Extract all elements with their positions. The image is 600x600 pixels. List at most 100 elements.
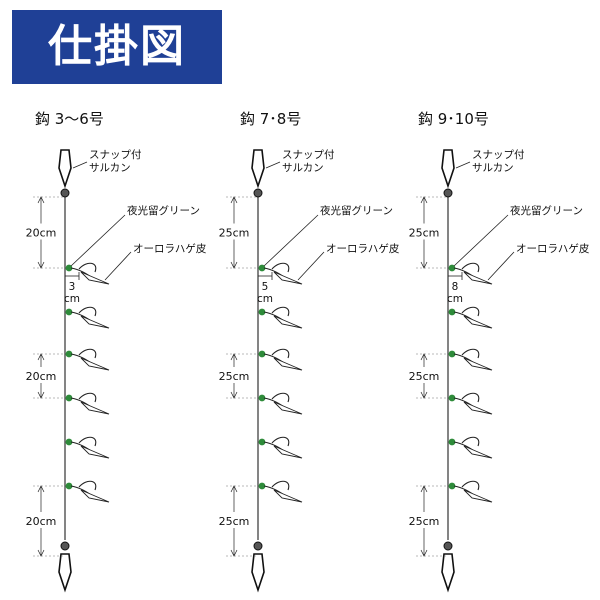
spacing-dimension: 20cm: [21, 485, 63, 557]
skin-lure-icon: [273, 489, 303, 503]
hook-branch: [448, 306, 493, 329]
hook-icon: [271, 262, 290, 273]
skin-lure-icon: [80, 357, 110, 371]
glow-bead-icon: [258, 482, 266, 490]
arrow-up-icon: [37, 196, 45, 204]
arrow-down-icon: [37, 391, 45, 399]
glow-bead-icon: [448, 394, 456, 402]
skin-label: オーロラハゲ皮: [516, 242, 590, 255]
label-backing: [214, 512, 256, 528]
glow-bead-icon: [448, 438, 456, 446]
spacing-dimension: 25cm: [214, 353, 256, 399]
arrow-up-icon: [37, 485, 45, 493]
label-backing: [21, 223, 63, 240]
hook-branch: [448, 480, 493, 503]
glow-bead-icon: [448, 350, 456, 358]
hook-icon: [271, 436, 290, 447]
skin-label: オーロラハゲ皮: [133, 242, 207, 255]
rig-column-3: 鈎 9･10号スナップ付サルカン夜光留グリーンオーロラハゲ皮8cm25cm25c…: [404, 110, 590, 593]
hook-icon: [78, 306, 97, 317]
skin-lure-icon: [273, 357, 303, 371]
snap-swivel-icon: [58, 553, 72, 593]
hook-icon: [78, 348, 97, 359]
hook-icon: [461, 436, 480, 447]
skin-lure-icon: [80, 271, 110, 285]
swivel-ring-icon: [443, 188, 453, 198]
label-backing: [404, 223, 446, 240]
bead-leader-line: [453, 214, 509, 267]
hook-branch: [65, 480, 110, 503]
spacing-value: 25cm: [219, 227, 250, 240]
skin-lure-icon: [80, 315, 110, 329]
swivel-ring-icon: [60, 188, 70, 198]
arrow-up-icon: [37, 353, 45, 361]
swivel-ring-icon: [60, 541, 70, 551]
snap-leader-line: [455, 161, 471, 169]
skin-lure-icon: [463, 271, 493, 285]
spacing-value: 25cm: [409, 227, 440, 240]
label-backing: [214, 223, 256, 240]
spacing-value: 20cm: [26, 515, 57, 528]
hook-branch: [65, 348, 110, 371]
spacing-dimension: 25cm: [214, 196, 256, 269]
glow-bead-icon: [258, 350, 266, 358]
snap-label-2: サルカン: [89, 162, 131, 174]
hook-icon: [78, 436, 97, 447]
bead-label: 夜光留グリーン: [127, 204, 200, 217]
arrow-down-icon: [420, 391, 428, 399]
arrow-down-icon: [230, 261, 238, 269]
bead-leader-line: [70, 214, 126, 267]
swivel-ring-icon: [253, 188, 263, 198]
spacing-dimension: 25cm: [404, 196, 446, 269]
hook-branch: [448, 348, 493, 371]
label-backing: [214, 367, 256, 383]
spacing-value: 25cm: [219, 370, 250, 383]
hook-icon: [461, 348, 480, 359]
branch-length-unit: cm: [64, 293, 80, 305]
arrow-down-icon: [230, 549, 238, 557]
label-backing: [404, 512, 446, 528]
skin-lure-icon: [273, 271, 303, 285]
column-heading: 鈎 3～6号: [35, 110, 104, 128]
hook-branch: [258, 392, 303, 415]
skin-label: オーロラハゲ皮: [326, 242, 400, 255]
skin-lure-icon: [80, 489, 110, 503]
skin-lure-icon: [80, 445, 110, 459]
swivel-ring-icon: [253, 541, 263, 551]
spacing-dimension: 20cm: [21, 196, 63, 269]
arrow-up-icon: [420, 353, 428, 361]
hook-icon: [271, 306, 290, 317]
glow-bead-icon: [65, 350, 73, 358]
arrow-down-icon: [420, 549, 428, 557]
skin-lure-icon: [463, 315, 493, 329]
hook-branch: [65, 436, 110, 459]
glow-bead-icon: [448, 264, 456, 272]
hook-icon: [271, 392, 290, 403]
snap-swivel-icon: [251, 149, 265, 189]
branch-length-unit: cm: [447, 293, 463, 305]
branch-length-value: 3: [69, 281, 76, 293]
bead-label: 夜光留グリーン: [320, 204, 393, 217]
branch-length-value: 8: [452, 281, 459, 293]
label-backing: [21, 512, 63, 528]
glow-bead-icon: [65, 308, 73, 316]
glow-bead-icon: [65, 438, 73, 446]
hook-icon: [461, 480, 480, 491]
spacing-value: 25cm: [219, 515, 250, 528]
hook-branch: [258, 436, 303, 459]
hook-branch: [258, 480, 303, 503]
snap-label-2: サルカン: [472, 162, 514, 174]
skin-leader-line: [104, 251, 132, 281]
hook-icon: [461, 392, 480, 403]
glow-bead-icon: [258, 394, 266, 402]
bead-leader-line: [263, 214, 319, 267]
snap-label-1: スナップ付: [472, 148, 525, 161]
spacing-dimension: 25cm: [214, 485, 256, 557]
arrow-down-icon: [37, 261, 45, 269]
hook-branch: [65, 306, 110, 329]
swivel-ring-icon: [443, 541, 453, 551]
spacing-value: 25cm: [409, 515, 440, 528]
spacing-dimension: 20cm: [21, 353, 63, 399]
arrow-up-icon: [230, 353, 238, 361]
